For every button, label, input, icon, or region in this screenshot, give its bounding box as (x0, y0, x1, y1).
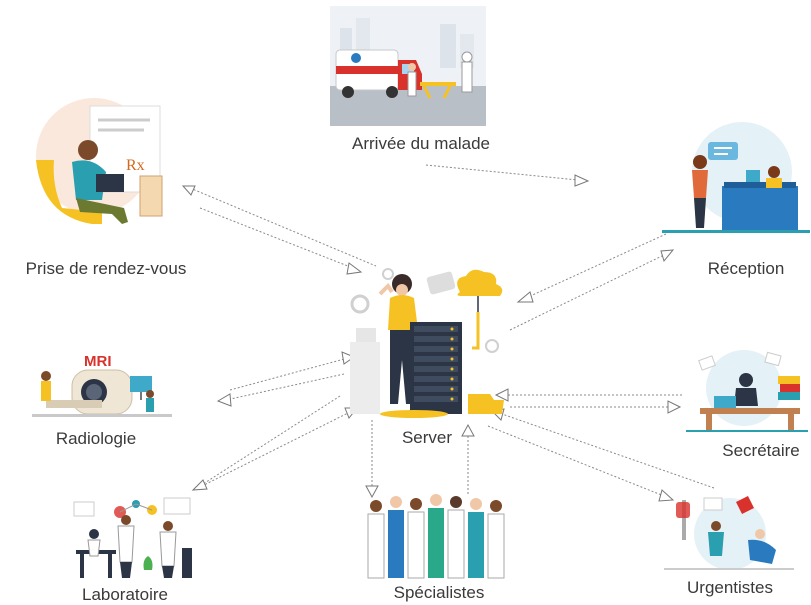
rx-sign: Rx (126, 157, 145, 174)
node-label-arrivee: Arrivée du malade (352, 134, 490, 153)
connector-rendezvous-server-a (189, 187, 377, 267)
server-illustration (344, 264, 510, 420)
appointment-booking-icon: Rx (36, 98, 163, 224)
arrowhead (516, 291, 534, 303)
node-label-reception: Réception (707, 259, 785, 278)
arrowhead (660, 249, 675, 263)
arrowhead (574, 174, 590, 187)
node-label-urgentistes: Urgentistes (687, 578, 773, 597)
radiology-illustration: MRI (32, 350, 172, 422)
arrowhead (181, 185, 196, 196)
arrowhead (216, 393, 232, 407)
arrowhead (191, 479, 208, 491)
reception-desk-icon (662, 122, 810, 233)
emergency-care-icon (664, 496, 794, 570)
laboratory-illustration (66, 490, 198, 580)
arrowhead (341, 351, 356, 365)
secretary-illustration (684, 348, 810, 432)
connector-urgentistes-server-b (487, 425, 665, 497)
laboratory-icon (73, 497, 192, 578)
node-label-rendezvous: Prise de rendez-vous (25, 259, 187, 278)
specialists-illustration (362, 492, 512, 580)
node-label-secretaire: Secrétaire (722, 441, 800, 460)
arrowhead (346, 262, 363, 275)
mri-sign: MRI (84, 353, 112, 370)
connector-reception-server-a (525, 233, 667, 299)
arrowhead (461, 423, 475, 437)
connector-arrivee-reception (425, 164, 579, 181)
doctor-figure (367, 500, 385, 579)
connector-radiologie-server-b (225, 373, 345, 401)
connector-laboratoire-server-b (199, 395, 341, 487)
node-label-laboratoire: Laboratoire (81, 585, 169, 604)
connector-urgentistes-server-a (501, 413, 715, 489)
ambulance-illustration (330, 6, 486, 126)
arrowhead (494, 388, 509, 402)
node-label-specialistes: Spécialistes (393, 583, 485, 602)
connector-radiologie-server-a (229, 357, 349, 391)
server-icon (350, 268, 504, 418)
node-label-server: Server (401, 428, 453, 447)
secretary-desk-icon (686, 350, 808, 432)
connector-reception-server-b (509, 253, 667, 331)
node-label-radiologie: Radiologie (55, 429, 137, 448)
connector-rendezvous-server-b (199, 207, 359, 271)
ambulance-icon (330, 6, 486, 126)
emergency-illustration (664, 494, 794, 574)
doctors-team-icon (367, 494, 505, 579)
mri-scanner-icon: MRI (32, 353, 172, 417)
appointment-illustration: Rx (32, 96, 168, 232)
arrowhead (658, 489, 675, 502)
reception-illustration (662, 122, 810, 234)
arrowhead (667, 400, 682, 414)
arrowhead (365, 485, 379, 499)
connector-laboratoire-server-a (197, 411, 351, 489)
